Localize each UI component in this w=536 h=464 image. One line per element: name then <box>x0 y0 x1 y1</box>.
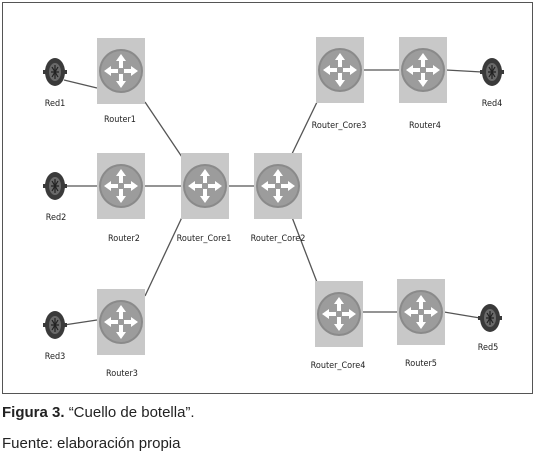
figure-number: Figura 3. <box>2 404 65 421</box>
router-core4: Router_Core4 <box>311 281 366 371</box>
host-red5: Red5 <box>477 303 503 353</box>
router-label: Router4 <box>409 121 441 131</box>
network-host-icon <box>42 310 68 340</box>
router-router5: Router5 <box>397 279 445 369</box>
router-icon <box>181 153 229 219</box>
router-core1: Router_Core1 <box>177 153 232 244</box>
host-label: Red2 <box>46 213 67 223</box>
figure-title: “Cuello de botella”. <box>68 404 195 421</box>
host-red4: Red4 <box>479 57 505 109</box>
router-icon <box>97 153 145 219</box>
router-core2: Router_Core2 <box>251 153 306 244</box>
router-label: Router5 <box>405 359 437 369</box>
host-label: Red4 <box>482 99 503 109</box>
link-red1-router1 <box>63 79 98 89</box>
router-icon <box>97 38 145 104</box>
link-router1-core1 <box>144 101 185 161</box>
router-icon <box>316 37 364 103</box>
router-core3: Router_Core3 <box>312 37 367 131</box>
router-router1: Router1 <box>97 38 145 125</box>
host-red2: Red2 <box>42 171 68 223</box>
link-router5-red5 <box>443 311 481 319</box>
network-host-icon <box>42 57 68 87</box>
link-core2-core3 <box>289 99 319 159</box>
figure-source: Fuente: elaboración propia <box>2 435 181 452</box>
router-label: Router3 <box>106 369 138 379</box>
network-diagram: Red1 Red2 Red3 Red4 Red5 Router1 Router2… <box>42 37 505 379</box>
router-icon <box>399 37 447 103</box>
figure-caption: Figura 3. “Cuello de botella”. <box>2 404 195 421</box>
router-router2: Router2 <box>97 153 145 244</box>
router-icon <box>254 153 302 219</box>
router-label: Router_Core1 <box>177 234 232 244</box>
links <box>63 69 483 326</box>
router-label: Router_Core2 <box>251 234 306 244</box>
router-icon <box>97 289 145 355</box>
link-router3-core1 <box>144 212 185 297</box>
router-icon <box>397 279 445 345</box>
host-red3: Red3 <box>42 310 68 362</box>
router-label: Router_Core4 <box>311 361 366 371</box>
router-router3: Router3 <box>97 289 145 379</box>
network-host-icon <box>477 303 503 333</box>
router-label: Router1 <box>104 115 136 125</box>
host-label: Red3 <box>45 352 66 362</box>
router-icon <box>315 281 363 347</box>
link-router4-red4 <box>445 69 483 73</box>
router-router4: Router4 <box>399 37 447 131</box>
host-label: Red1 <box>45 99 66 109</box>
router-label: Router_Core3 <box>312 121 367 131</box>
link-red3-router3 <box>63 319 98 326</box>
link-core2-core4 <box>289 211 321 291</box>
network-host-icon <box>42 171 68 201</box>
host-label: Red5 <box>478 343 499 353</box>
router-label: Router2 <box>108 234 140 244</box>
network-host-icon <box>479 57 505 87</box>
host-red1: Red1 <box>42 57 68 109</box>
